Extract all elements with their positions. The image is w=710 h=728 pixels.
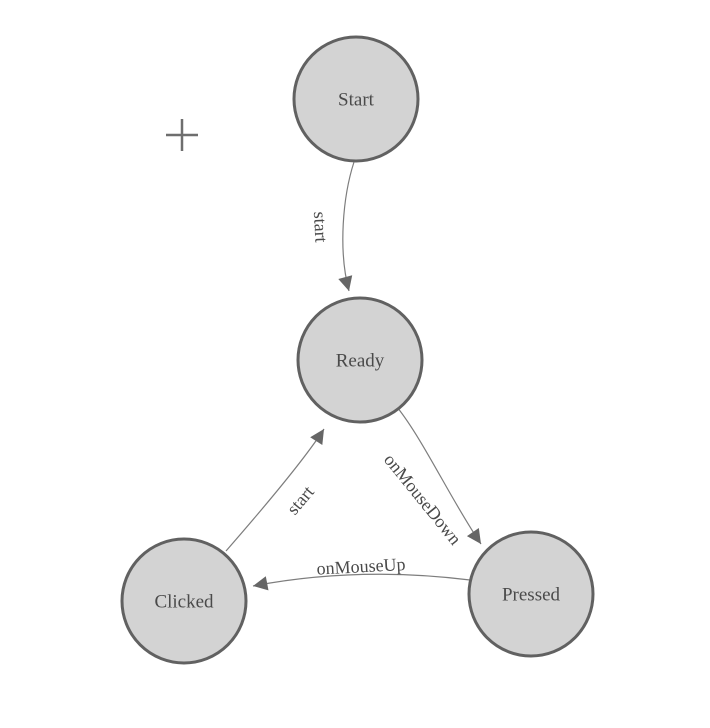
node-ready[interactable]: Ready: [296, 296, 424, 424]
edge-label-onmousedown: onMouseDown: [380, 450, 465, 549]
edge-ready-to-pressed[interactable]: [396, 406, 482, 545]
node-pressed-label: Pressed: [502, 585, 561, 606]
edges-layer: [225, 161, 482, 591]
edge-pressed-to-clicked[interactable]: [252, 573, 471, 591]
edge-label-start-left: start: [283, 482, 318, 519]
node-start-circle[interactable]: [292, 35, 420, 163]
edge-start-to-ready[interactable]: [338, 161, 355, 292]
edge-clicked-to-ready[interactable]: [225, 428, 325, 552]
node-ready-label: Ready: [336, 351, 385, 372]
node-pressed[interactable]: Pressed: [467, 530, 595, 658]
edge-label-onmouseup: onMouseUp: [316, 554, 406, 579]
node-clicked-label: Clicked: [154, 592, 214, 613]
node-pressed-circle[interactable]: [467, 530, 595, 658]
plus-crosshair-icon: [166, 119, 198, 151]
edge-label-start-top: start: [310, 211, 332, 243]
node-ready-circle[interactable]: [296, 296, 424, 424]
node-clicked[interactable]: Clicked: [120, 537, 248, 665]
node-clicked-circle[interactable]: [120, 537, 248, 665]
node-start-label: Start: [338, 90, 375, 111]
node-start[interactable]: Start: [292, 35, 420, 163]
